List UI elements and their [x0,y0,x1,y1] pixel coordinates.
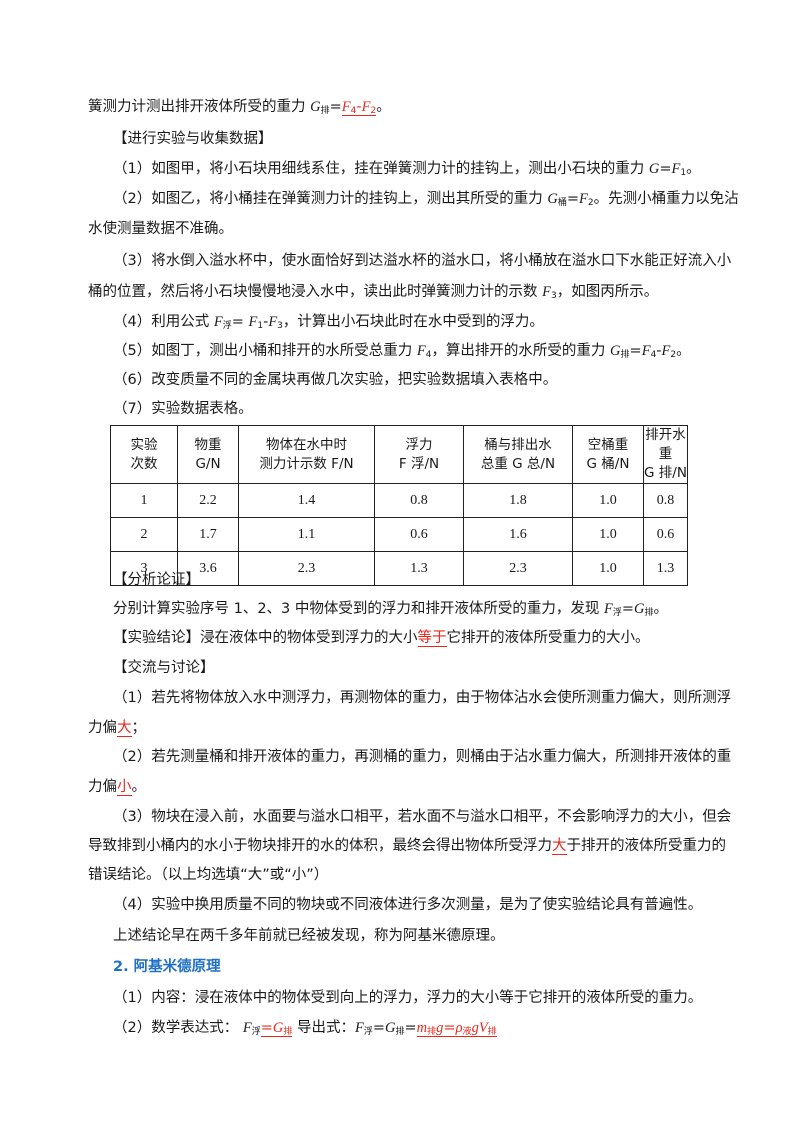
subscript: 排 [320,106,330,116]
table-cell: 1 [110,483,178,518]
answer-blank: 大 [117,720,132,737]
answer-blank: F4-F2 [341,99,377,116]
table-row: 3 3.6 2.3 1.3 2.3 1.0 1.3 [110,551,688,586]
section-heading: 【进行实验与收集数据】 [113,131,273,147]
step-4: （4）利用公式 F浮= F1-F3，计算出小石块此时在水中受到的浮力。 [113,314,544,331]
archimedes-note: 上述结论早在两千多年前就已经被发现，称为阿基米德原理。 [113,928,505,944]
table-cell: 2.3 [463,551,573,586]
table-cell: 0.8 [374,483,464,518]
step-7: （7）实验数据表格。 [113,401,253,417]
section-heading: 【交流与讨论】 [113,660,215,676]
table-cell: 0.8 [643,483,688,518]
step-3-cont: 桶的位置，然后将小石块慢慢地浸入水中，读出此时弹簧测力计的示数 F3，如图丙所示… [88,284,659,301]
step-2: （2）如图乙，将小桶挂在弹簧测力计的挂钩上，测出其所受的重力 G桶=F2。先测小… [113,191,739,208]
section-title: 2. 阿基米德原理 [113,959,221,975]
table-cell: 1.7 [177,517,239,552]
discussion-2: （2）若先测量桶和排开液体的重力，再测桶的重力，则桶由于沾水重力偏大，所测排开液… [113,749,732,765]
table-cell: 1.0 [572,551,644,586]
discussion-2-cont: 力偏小。 [88,779,146,796]
table-cell: 1.3 [643,551,688,586]
step-6: （6）改变质量不同的金属块再做几次实验，把实验数据填入表格中。 [113,372,558,388]
step-2-cont: 水使测量数据不准确。 [88,221,233,237]
header-cell: 实验次数 [110,425,178,484]
step-5: （5）如图丁，测出小桶和排开的水所受总重力 F4，算出排开的水所受的重力 G排=… [113,343,691,360]
header-cell: 物体在水中时测力计示数 F/N [238,425,375,484]
discussion-3: （3）物块在浸入前，水面要与溢水口相平，若水面不与溢水口相平，不会影响浮力的大小… [113,809,732,825]
answer-blank: 大 [552,838,567,855]
section-heading: 【分析论证】 [113,572,200,588]
table-cell: 1.6 [463,517,573,552]
table-cell: 2 [110,517,178,552]
answer-blank: =G排 [260,1020,293,1037]
discussion-1-cont: 力偏大； [88,720,146,737]
symbol-G: G [310,99,321,115]
table-cell: 1.0 [572,483,644,518]
table-cell: 0.6 [643,517,688,552]
discussion-3-cont: 导致排到小桶内的水小于物块排开的水的体积，最终会得出物体所受浮力大于排开的液体所… [88,838,726,855]
table-row: 1 2.2 1.4 0.8 1.8 1.0 0.8 [110,483,688,518]
conclusion-text: 【实验结论】浸在液体中的物体受到浮力的大小等于它排开的液体所受重力的大小。 [113,630,650,647]
table-row: 2 1.7 1.1 0.6 1.6 1.0 0.6 [110,517,688,552]
table-cell: 2.2 [177,483,239,518]
table-cell: 1.1 [238,517,375,552]
discussion-4: （4）实验中换用质量不同的物块或不同液体进行多次测量，是为了使实验结论具有普遍性… [113,897,703,913]
answer-blank: m排g=ρ液gV排 [416,1020,497,1037]
text: 簧测力计测出排开液体所受的重力 [88,99,311,115]
table-cell: 0.6 [374,517,464,552]
paragraph-line: 簧测力计测出排开液体所受的重力 G排=F4-F2。 [88,96,391,122]
table-cell: 1.3 [374,551,464,586]
principle-formula: （2）数学表达式： F浮=G排 导出式：F浮=G排=m排g=ρ液gV排 [113,1020,497,1037]
table-cell: 1.0 [572,517,644,552]
header-cell: 桶与排出水总重 G 总/N [463,425,573,484]
table-cell: 1.8 [463,483,573,518]
text: 。 [376,99,391,115]
equals: = [329,99,342,115]
table-cell: 1.4 [238,483,375,518]
principle-content: （1）内容：浸在液体中的物体受到向上的浮力，浮力的大小等于它排开的液体所受的重力… [113,990,703,1006]
table-cell: 3 [110,551,178,586]
discussion-1: （1）若先将物体放入水中测浮力，再测物体的重力，由于物体沾水会使所测重力偏大，则… [113,690,732,706]
step-3: （3）将水倒入溢水杯中，使水面恰好到达溢水杯的溢水口，将小桶放在溢水口下水能正好… [113,253,732,269]
discussion-3-cont2: 错误结论。（以上均选填“大”或“小”） [88,867,329,883]
step-1: （1）如图甲，将小石块用细线系住，挂在弹簧测力计的挂钩上，测出小石块的重力 G=… [113,161,701,178]
analysis-text: 分别计算实验序号 1、2、3 中物体受到的浮力和排开液体所受的重力，发现 F浮=… [113,601,669,618]
table-cell: 2.3 [238,551,375,586]
answer-blank: 等于 [417,630,447,647]
answer-blank: 小 [117,779,132,796]
